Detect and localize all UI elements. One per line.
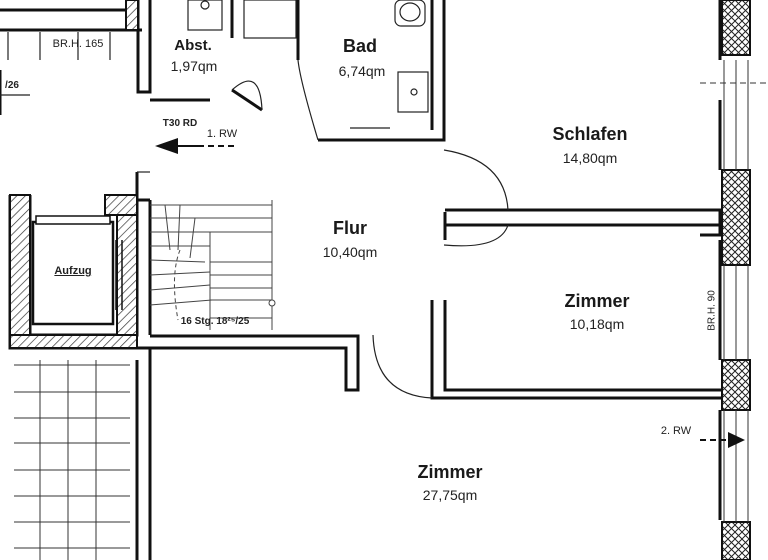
room-name-bad: Bad — [342, 36, 378, 56]
doors — [137, 59, 509, 399]
room-area-flur: 10,40qm — [322, 244, 378, 260]
brh-90-label: BR.H. 90 — [706, 290, 718, 331]
room-name-abst: Abst. — [174, 37, 212, 54]
room-name-zimmer-big: Zimmer — [417, 462, 483, 482]
room-area-zimmer-big: 27,75qm — [422, 487, 478, 503]
brh-165-label: BR.H. 165 — [52, 38, 104, 50]
room-area-abst: 1,97qm — [170, 58, 218, 74]
room-name-flur: Flur — [333, 218, 367, 238]
aufzug-label: Aufzug — [54, 265, 92, 277]
wall-hatching — [9, 0, 751, 560]
rw1-label: 1. RW — [206, 128, 238, 140]
stairs-label: 16 Stg. 18²⁵/25 — [180, 316, 250, 327]
room-name-schlafen: Schlafen — [552, 124, 628, 144]
rw2-label: 2. RW — [660, 425, 692, 437]
rw-arrows — [155, 138, 745, 448]
staircase — [149, 200, 276, 330]
room-name-zimmer-mid: Zimmer — [564, 291, 630, 311]
bathroom-fixtures — [187, 0, 429, 129]
room-area-schlafen: 14,80qm — [562, 150, 618, 166]
outdoor-stair-symbols — [14, 360, 130, 560]
room-area-bad: 6,74qm — [338, 63, 386, 79]
windows — [700, 60, 768, 522]
partial-label: /26 — [5, 80, 19, 91]
t30rd-label: T30 RD — [162, 118, 198, 129]
top-left-fragment — [0, 32, 111, 96]
elevator — [31, 215, 123, 326]
room-area-zimmer-mid: 10,18qm — [569, 316, 625, 332]
